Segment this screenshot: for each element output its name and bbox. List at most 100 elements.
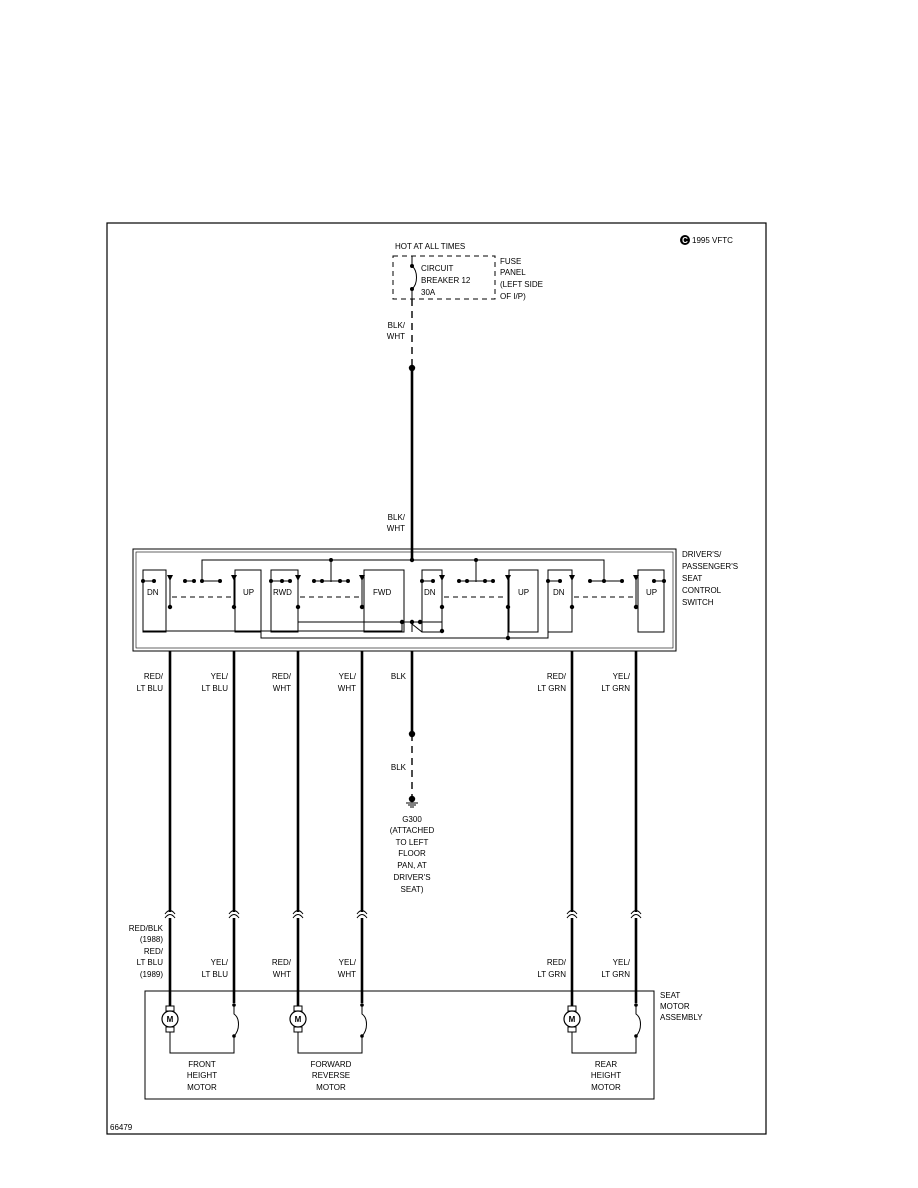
ground-label-5: PAN, AT (397, 861, 427, 870)
switch-contact-rear-up: UP (646, 588, 657, 597)
switch-contact-front-up: UP (243, 588, 254, 597)
svg-text:MOTOR: MOTOR (316, 1083, 346, 1092)
switch-inner-box (135, 551, 674, 649)
svg-text:M: M (569, 1015, 576, 1024)
seat-motor-assembly: SEAT MOTOR ASSEMBLY M FRONT HEIGHT MOTOR… (144, 990, 703, 1100)
svg-text:PANEL: PANEL (500, 268, 526, 277)
switch-outer-box (132, 548, 677, 652)
motor-assembly-box (144, 990, 655, 1100)
connector-icon (164, 910, 642, 919)
ground-wire-label: BLK (391, 763, 407, 772)
fuse-panel-label: FUSE PANEL (LEFT SIDE OF I/P) (500, 257, 543, 301)
svg-text:LT GRN: LT GRN (537, 684, 566, 693)
svg-text:WHT: WHT (273, 684, 291, 693)
svg-text:REAR: REAR (595, 1060, 617, 1069)
switch-contact-fwd: FWD (373, 588, 391, 597)
svg-text:RED/: RED/ (144, 947, 164, 956)
switch-contact-rwd: RWD (273, 588, 292, 597)
switch-name-3: SEAT (682, 574, 702, 583)
svg-text:(1989): (1989) (140, 970, 163, 979)
feed-wire-label-top-2: WHT (387, 332, 405, 341)
svg-text:LT BLU: LT BLU (137, 684, 164, 693)
svg-text:MOTOR: MOTOR (187, 1083, 217, 1092)
motor-assembly-label-3: ASSEMBLY (660, 1013, 703, 1022)
svg-text:YEL/: YEL/ (211, 672, 229, 681)
svg-text:RED/BLK: RED/BLK (129, 924, 164, 933)
circuit-breaker: CIRCUIT BREAKER 12 30A (410, 256, 471, 299)
svg-text:YEL/: YEL/ (211, 958, 229, 967)
svg-text:RED/: RED/ (547, 958, 567, 967)
ground-label-3: TO LEFT (396, 838, 429, 847)
motor-assembly-label-2: MOTOR (660, 1002, 690, 1011)
motor-assembly-label-1: SEAT (660, 991, 680, 1000)
svg-text:YEL/: YEL/ (339, 958, 357, 967)
circuit-breaker-icon (361, 1004, 367, 1038)
diagram-frame (106, 222, 767, 1135)
switch-name-4: CONTROL (682, 586, 722, 595)
motor-wires (164, 651, 642, 1008)
switch-name-5: SWITCH (682, 598, 714, 607)
switch-name-2: PASSENGER'S (682, 562, 738, 571)
svg-text:LT GRN: LT GRN (601, 684, 630, 693)
svg-text:LT BLU: LT BLU (202, 684, 229, 693)
circuit-breaker-icon (635, 1004, 641, 1038)
copyright-mark: C (682, 236, 688, 245)
motor-icon (289, 1010, 307, 1028)
feed-wire: BLK/ WHT BLK/ WHT (387, 299, 416, 560)
svg-text:HEIGHT: HEIGHT (187, 1071, 217, 1080)
svg-text:YEL/: YEL/ (339, 672, 357, 681)
svg-text:(LEFT SIDE: (LEFT SIDE (500, 280, 543, 289)
forward-reverse-motor: M FORWARD REVERSE MOTOR (289, 1003, 367, 1092)
circuit-breaker-icon (233, 1004, 239, 1038)
upper-wire-labels: RED/ LT BLU YEL/ LT BLU RED/ WHT YEL/ WH… (137, 672, 631, 693)
svg-text:(1988): (1988) (140, 935, 163, 944)
switch-name-1: DRIVER'S/ (682, 550, 722, 559)
svg-text:RED/: RED/ (272, 672, 292, 681)
svg-text:LT GRN: LT GRN (601, 970, 630, 979)
switch-contacts-row (141, 579, 666, 583)
hot-at-all-times-label: HOT AT ALL TIMES (395, 242, 465, 251)
svg-text:LT BLU: LT BLU (137, 958, 164, 967)
svg-text:FORWARD: FORWARD (311, 1060, 352, 1069)
svg-text:RED/: RED/ (272, 958, 292, 967)
rear-height-motor: M REAR HEIGHT MOTOR (563, 1003, 641, 1092)
breaker-label-3: 30A (421, 288, 436, 297)
svg-text:YEL/: YEL/ (613, 672, 631, 681)
feed-wire-label-bottom-2: WHT (387, 524, 405, 533)
svg-text:FRONT: FRONT (188, 1060, 216, 1069)
svg-text:BLK: BLK (391, 672, 407, 681)
front-height-motor: M FRONT HEIGHT MOTOR (161, 1003, 239, 1092)
svg-text:OF I/P): OF I/P) (500, 292, 526, 301)
svg-text:WHT: WHT (338, 684, 356, 693)
lower-wire-labels: RED/BLK (1988) RED/ LT BLU (1989) YEL/ L… (129, 924, 631, 979)
switch-movable-contacts (167, 575, 639, 606)
motor-icon (161, 1010, 179, 1028)
ground-label-6: DRIVER'S (393, 873, 430, 882)
svg-text:M: M (167, 1015, 174, 1024)
svg-text:RED/: RED/ (547, 672, 567, 681)
ground-label-1: G300 (402, 815, 422, 824)
svg-text:WHT: WHT (338, 970, 356, 979)
svg-text:YEL/: YEL/ (613, 958, 631, 967)
breaker-label-2: BREAKER 12 (421, 276, 471, 285)
figure-number: 66479 (110, 1123, 133, 1132)
svg-text:LT BLU: LT BLU (202, 970, 229, 979)
breaker-symbol (411, 256, 417, 299)
switch-contact-mid-dn: DN (424, 588, 436, 597)
feed-wire-label-bottom-1: BLK/ (388, 513, 406, 522)
svg-text:FUSE: FUSE (500, 257, 521, 266)
ground-label-7: SEAT) (401, 885, 424, 894)
svg-text:WHT: WHT (273, 970, 291, 979)
svg-text:M: M (295, 1015, 302, 1024)
copyright-icon (680, 235, 690, 245)
svg-text:REVERSE: REVERSE (312, 1071, 350, 1080)
copyright-text: 1995 VFTC (692, 236, 733, 245)
motor-icon (563, 1010, 581, 1028)
switch-contact-rear-dn: DN (553, 588, 565, 597)
switch-contact-mid-up: UP (518, 588, 529, 597)
feed-wire-label-top-1: BLK/ (388, 321, 406, 330)
ground-circuit: BLK G300 (ATTACHED TO LEFT FLOOR PAN, AT… (390, 651, 435, 894)
copyright: C 1995 VFTC (680, 235, 733, 245)
svg-text:MOTOR: MOTOR (591, 1083, 621, 1092)
